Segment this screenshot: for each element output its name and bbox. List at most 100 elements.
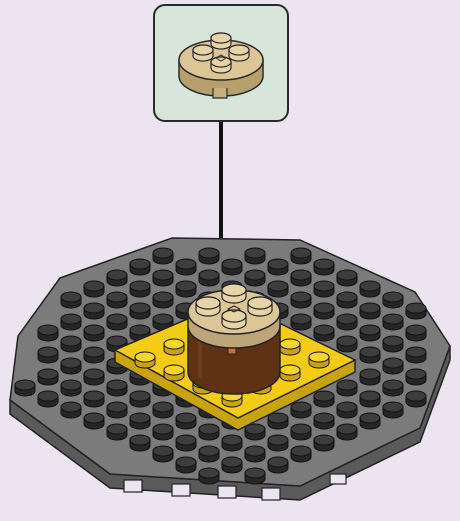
baseplate-stud bbox=[406, 325, 426, 341]
baseplate-stud bbox=[176, 413, 196, 429]
baseplate-stud bbox=[337, 292, 357, 308]
baseplate-stud bbox=[314, 413, 334, 429]
baseplate-stud bbox=[84, 281, 104, 297]
baseplate-stud bbox=[199, 468, 219, 484]
baseplate-stud bbox=[61, 358, 81, 374]
baseplate-stud bbox=[130, 259, 150, 275]
baseplate-stud bbox=[107, 314, 127, 330]
baseplate-stud bbox=[406, 369, 426, 385]
baseplate-stud bbox=[222, 259, 242, 275]
baseplate-stud bbox=[268, 259, 288, 275]
baseplate-stud bbox=[176, 435, 196, 451]
yellow-plate-stud bbox=[280, 365, 300, 381]
baseplate-stud bbox=[360, 325, 380, 341]
baseplate-stud bbox=[337, 336, 357, 352]
baseplate-stud bbox=[291, 446, 311, 462]
baseplate-stud bbox=[268, 435, 288, 451]
baseplate-stud bbox=[406, 303, 426, 319]
baseplate-stud bbox=[291, 248, 311, 264]
baseplate-stud bbox=[153, 270, 173, 286]
baseplate-stud bbox=[130, 281, 150, 297]
baseplate-stud bbox=[153, 424, 173, 440]
baseplate-stud bbox=[176, 259, 196, 275]
yellow-plate-stud bbox=[164, 339, 184, 355]
baseplate-stud bbox=[153, 446, 173, 462]
baseplate-stud bbox=[383, 402, 403, 418]
yellow-plate-stud bbox=[164, 365, 184, 381]
baseplate-stud bbox=[291, 402, 311, 418]
baseplate-stud bbox=[107, 292, 127, 308]
baseplate-stud bbox=[314, 325, 334, 341]
baseplate-stud bbox=[360, 369, 380, 385]
baseplate-stud bbox=[360, 391, 380, 407]
baseplate-stud bbox=[107, 270, 127, 286]
baseplate-stud bbox=[245, 270, 265, 286]
baseplate-stud bbox=[314, 259, 334, 275]
baseplate-stud bbox=[245, 468, 265, 484]
baseplate-stud bbox=[383, 336, 403, 352]
baseplate-stud bbox=[61, 336, 81, 352]
baseplate-stud bbox=[61, 402, 81, 418]
baseplate-stud bbox=[406, 347, 426, 363]
baseplate-stud bbox=[38, 347, 58, 363]
baseplate-stud bbox=[222, 457, 242, 473]
baseplate-stud bbox=[291, 270, 311, 286]
baseplate-stud bbox=[84, 325, 104, 341]
baseplate-stud bbox=[360, 303, 380, 319]
baseplate-stud bbox=[107, 402, 127, 418]
baseplate-stud bbox=[153, 402, 173, 418]
baseplate-stud bbox=[15, 380, 35, 396]
baseplate-stud bbox=[314, 303, 334, 319]
baseplate-stud bbox=[245, 446, 265, 462]
baseplate-stud bbox=[360, 413, 380, 429]
baseplate-stud bbox=[268, 457, 288, 473]
baseplate-stud bbox=[199, 248, 219, 264]
yellow-plate-stud bbox=[280, 339, 300, 355]
baseplate-stud bbox=[61, 314, 81, 330]
yellow-plate-stud bbox=[135, 352, 155, 368]
baseplate-stud bbox=[107, 424, 127, 440]
baseplate-stud bbox=[153, 248, 173, 264]
baseplate-stud bbox=[383, 314, 403, 330]
baseplate-stud bbox=[130, 413, 150, 429]
baseplate-stud bbox=[84, 303, 104, 319]
baseplate-stud bbox=[84, 413, 104, 429]
baseplate-stud bbox=[360, 347, 380, 363]
baseplate-stud bbox=[337, 314, 357, 330]
baseplate-stud bbox=[176, 281, 196, 297]
baseplate-stud bbox=[383, 358, 403, 374]
baseplate-stud bbox=[199, 446, 219, 462]
baseplate-stud bbox=[337, 424, 357, 440]
yellow-plate-stud bbox=[309, 352, 329, 368]
baseplate-stud bbox=[107, 380, 127, 396]
baseplate-stud bbox=[38, 391, 58, 407]
baseplate-stud bbox=[130, 435, 150, 451]
baseplate-stud bbox=[291, 424, 311, 440]
baseplate-stud bbox=[337, 380, 357, 396]
baseplate-stud bbox=[38, 369, 58, 385]
baseplate-stud bbox=[199, 424, 219, 440]
baseplate-stud bbox=[314, 435, 334, 451]
baseplate-stud bbox=[337, 402, 357, 418]
baseplate-stud bbox=[268, 281, 288, 297]
baseplate-stud bbox=[314, 391, 334, 407]
baseplate-stud bbox=[130, 391, 150, 407]
baseplate-stud bbox=[153, 292, 173, 308]
baseplate-stud bbox=[383, 380, 403, 396]
baseplate-stud bbox=[337, 270, 357, 286]
baseplate-stud bbox=[61, 292, 81, 308]
baseplate-stud bbox=[291, 314, 311, 330]
baseplate-stud bbox=[268, 413, 288, 429]
baseplate-stud bbox=[406, 391, 426, 407]
baseplate-stud bbox=[383, 292, 403, 308]
baseplate-stud bbox=[84, 391, 104, 407]
baseplate-stud bbox=[245, 248, 265, 264]
baseplate-stud bbox=[199, 270, 219, 286]
baseplate-stud bbox=[61, 380, 81, 396]
baseplate-stud bbox=[314, 281, 334, 297]
baseplate-stud bbox=[84, 347, 104, 363]
baseplate-stud bbox=[176, 457, 196, 473]
baseplate-stud bbox=[291, 292, 311, 308]
